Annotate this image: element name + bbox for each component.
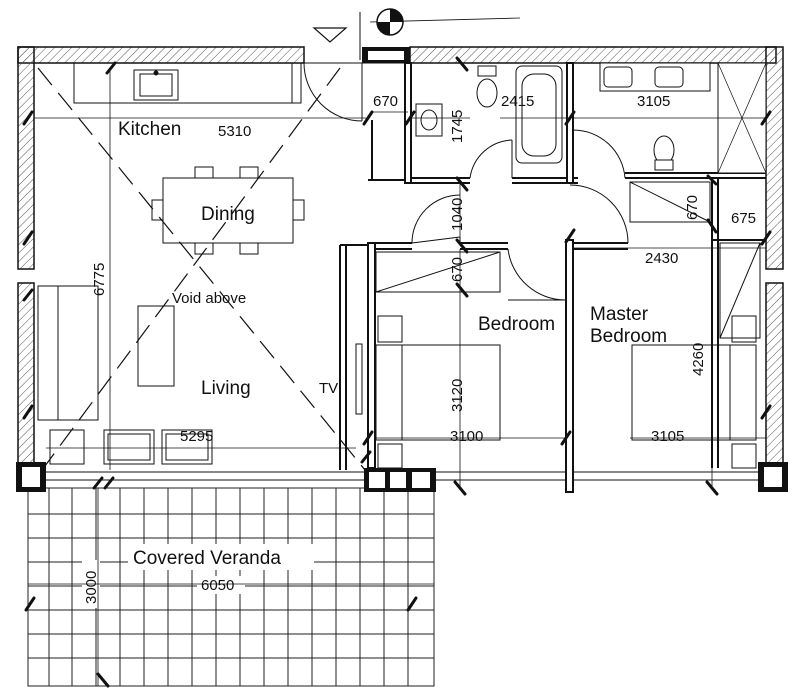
void-label: Void above xyxy=(172,290,246,307)
master-bedroom-label-line2: Bedroom xyxy=(590,326,667,347)
dim-bed-3120: 3120 xyxy=(449,379,466,412)
veranda-dim-mask xyxy=(197,576,245,594)
dim-door-670-top: 670 xyxy=(373,93,398,110)
kitchen-fixtures xyxy=(73,62,302,104)
door-swings xyxy=(303,62,629,301)
dim-veranda-6050: 6050 xyxy=(201,577,234,594)
north-symbol xyxy=(359,8,404,60)
dim-ensuite-3105: 3105 xyxy=(637,93,670,110)
dim-wir-675: 675 xyxy=(731,210,756,227)
living-label: Living xyxy=(201,378,251,399)
kitchen-label: Kitchen xyxy=(118,119,181,140)
dim-bath-2415: 2415 xyxy=(501,93,534,110)
veranda-grid xyxy=(27,487,435,687)
dim-veranda-3000: 3000 xyxy=(83,571,100,604)
dim-kitchen-depth: 6775 xyxy=(91,263,108,296)
dim-kitchen-width: 5310 xyxy=(218,123,251,140)
dim-wir-670: 670 xyxy=(684,195,701,220)
dimension-lines xyxy=(28,17,766,686)
veranda-label: Covered Veranda xyxy=(133,548,281,569)
columns xyxy=(16,47,788,492)
dim-master-4260: 4260 xyxy=(690,343,707,376)
dim-bed-3100: 3100 xyxy=(450,428,483,445)
dining-table xyxy=(151,166,305,255)
room-labels: Kitchen Dining Living Void above TV Bedr… xyxy=(118,119,667,569)
dimension-labels: 5310 6775 5295 670 1745 2415 3105 1040 6… xyxy=(83,93,756,604)
void-lines xyxy=(37,67,366,471)
exterior-walls xyxy=(17,46,784,464)
dining-label: Dining xyxy=(201,204,255,225)
entry-arrow-icon xyxy=(312,27,348,43)
bedroom-label: Bedroom xyxy=(478,314,555,335)
dim-master-3105: 3105 xyxy=(651,428,684,445)
dim-living-width: 5295 xyxy=(180,428,213,445)
tv-label: TV xyxy=(319,380,338,397)
dim-master-2430: 2430 xyxy=(645,250,678,267)
dim-bed-670: 670 xyxy=(449,257,466,282)
master-bedroom-label-line1: Master xyxy=(590,304,649,325)
bed-furniture xyxy=(375,181,761,469)
dimension-ticks xyxy=(22,56,772,688)
dim-bath-1745: 1745 xyxy=(449,110,466,143)
living-furniture xyxy=(37,285,363,465)
veranda-label-mask xyxy=(128,544,314,570)
dim-hall-1040: 1040 xyxy=(449,198,466,231)
